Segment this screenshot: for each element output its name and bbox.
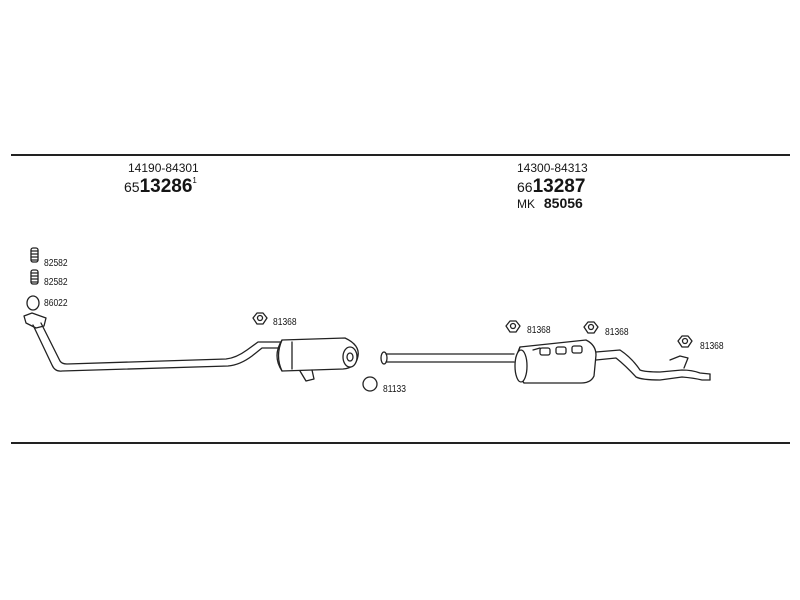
rear-silencer bbox=[514, 339, 597, 384]
left-code-main: 13286 bbox=[139, 176, 193, 197]
left-code-prefix: 65 bbox=[124, 179, 140, 195]
label-clamp-bottom: 82582 bbox=[44, 277, 68, 288]
tail-pipe bbox=[595, 349, 711, 381]
label-hanger-far-right: 81368 bbox=[700, 341, 724, 352]
label-hanger-right: 81368 bbox=[605, 327, 629, 338]
intermediate-pipe bbox=[380, 351, 515, 365]
right-assembly-ref: 14300-84313 bbox=[517, 161, 588, 175]
rubber-hanger-icon bbox=[583, 321, 599, 334]
seal-ring-icon bbox=[362, 376, 378, 392]
bottom-divider bbox=[11, 442, 790, 444]
label-seal-ring: 81133 bbox=[383, 384, 407, 395]
rubber-hanger-icon bbox=[677, 335, 693, 348]
middle-silencer bbox=[276, 337, 359, 382]
right-code-main: 13287 bbox=[532, 176, 586, 197]
mk-number: 85056 bbox=[543, 195, 583, 211]
mk-prefix: MK bbox=[517, 197, 535, 211]
front-pipe bbox=[23, 312, 283, 372]
label-clamp-top: 82582 bbox=[44, 258, 68, 269]
left-assembly-code: 65132861 bbox=[124, 176, 197, 197]
rubber-hanger-icon bbox=[252, 312, 268, 325]
label-hanger-left: 81368 bbox=[273, 317, 297, 328]
left-assembly-ref: 14190-84301 bbox=[128, 161, 199, 175]
top-divider bbox=[11, 154, 790, 156]
right-assembly-code: 6613287 bbox=[517, 177, 585, 196]
label-gasket-ring: 86022 bbox=[44, 298, 68, 309]
rubber-hanger-icon bbox=[505, 320, 521, 333]
clamp-spring-icon bbox=[30, 247, 39, 263]
right-mk-code: MK 85056 bbox=[517, 196, 583, 212]
left-code-superscript: 1 bbox=[192, 176, 197, 185]
label-hanger-mid: 81368 bbox=[527, 325, 551, 336]
clamp-spring-icon bbox=[30, 269, 39, 285]
gasket-ring-icon bbox=[26, 295, 40, 311]
right-code-prefix: 66 bbox=[517, 179, 533, 195]
